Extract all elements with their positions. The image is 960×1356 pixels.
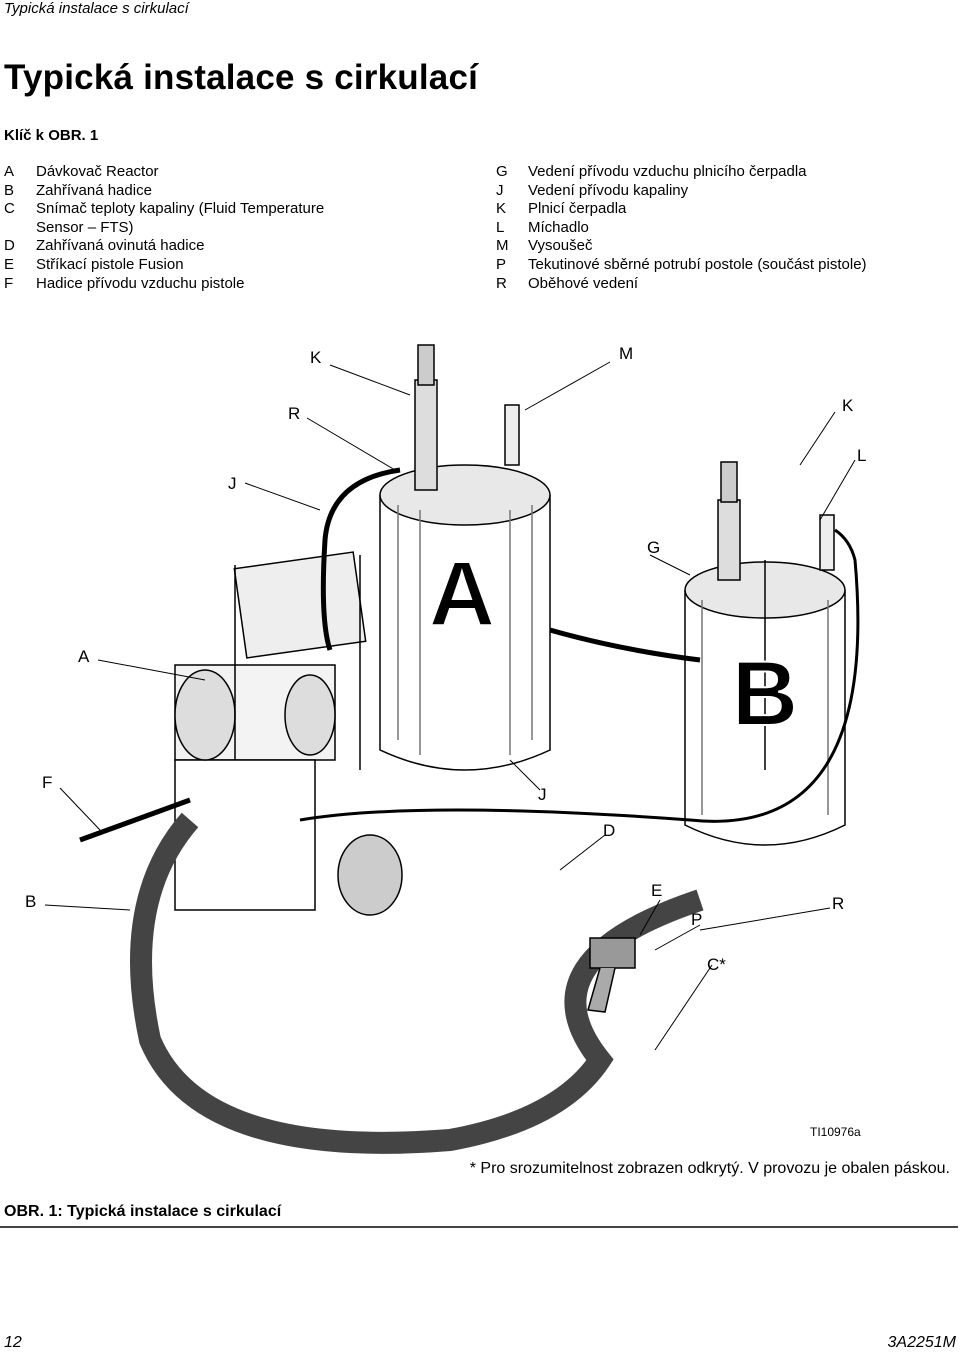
- key-text: Vysoušeč: [528, 237, 593, 255]
- callout-r: R: [832, 894, 844, 913]
- key-letter: P: [496, 255, 507, 273]
- key-item: G Vedení přívodu vzduchu plnicího čerpadl…: [496, 163, 867, 182]
- key-heading: Klíč k OBR. 1: [4, 127, 98, 144]
- key-item: R Oběhové vedení: [496, 275, 867, 294]
- key-text: Vedení přívodu kapaliny: [528, 181, 689, 199]
- key-item: B Zahřívaná hadice: [4, 182, 324, 201]
- drum-b-label: B: [732, 643, 798, 745]
- recirc-line: [299, 528, 860, 823]
- key-heading-suffix: . 1: [81, 127, 99, 144]
- callout-f: F: [42, 773, 52, 792]
- key-letter: R: [496, 274, 507, 292]
- callout-p: P: [691, 910, 702, 929]
- callout-g: G: [647, 538, 660, 557]
- key-text: Míchadlo: [528, 218, 589, 236]
- divider: [0, 1226, 958, 1228]
- callout-k: K: [842, 396, 854, 415]
- figure-id: TI10976a: [810, 1125, 861, 1139]
- drum-a-label: A: [429, 543, 495, 645]
- key-text: Zahřívaná hadice: [36, 181, 152, 199]
- key-letter: G: [496, 163, 508, 180]
- key-text: Oběhové vedení: [528, 274, 639, 292]
- key-item: C Snímač teploty kapaliny (Fluid Temperat…: [4, 200, 324, 219]
- fluid-line-j: [320, 467, 401, 651]
- key-text: Hadice přívodu vzduchu pistole: [36, 274, 245, 292]
- drum-b: [684, 461, 846, 846]
- key-letter: E: [4, 255, 15, 273]
- callout-a: A: [78, 647, 90, 666]
- key-item: M Vysoušeč: [496, 237, 867, 256]
- key-list-right: G Vedení přívodu vzduchu plnicího čerpadl…: [496, 163, 867, 293]
- key-item: J Vedení přívodu kapaliny: [496, 182, 867, 201]
- key-item: K Plnicí čerpadla: [496, 200, 867, 219]
- key-letter: K: [496, 200, 507, 218]
- air-hose-f: [79, 797, 191, 843]
- callout-j: J: [228, 474, 237, 493]
- key-letter: M: [496, 237, 509, 255]
- key-list-left: A Dávkovač Reactor B Zahřívaná hadice C Sní…: [4, 163, 324, 293]
- document-number: 3A2251M: [887, 1334, 957, 1351]
- callout-l: L: [857, 446, 866, 465]
- callout-m: M: [619, 344, 633, 363]
- running-header: Typická instalace s cirkulací: [4, 0, 189, 17]
- key-text: Sensor – FTS): [36, 218, 134, 236]
- spray-gun: [587, 937, 636, 1013]
- figure-drawing: [44, 344, 860, 1154]
- key-text: Snímač teploty kapaliny (Fluid Temperatu…: [36, 200, 325, 218]
- key-text: Dávkovač Reactor: [36, 163, 159, 180]
- key-text: Stříkací pistole Fusion: [36, 255, 184, 273]
- footnote: * Pro srozumitelnost zobrazen odkrytý. V…: [469, 1160, 950, 1177]
- callout-k: K: [310, 348, 322, 367]
- key-item: Sensor – FTS): [4, 219, 324, 238]
- key-heading-obr: OBR: [48, 127, 82, 144]
- key-text: Tekutinové sběrné potrubí postole (součá…: [528, 255, 867, 273]
- key-item: E Stříkací pistole Fusion: [4, 256, 324, 275]
- key-letter: B: [4, 181, 15, 199]
- drum-a: [379, 344, 551, 771]
- callout-r: R: [288, 404, 300, 423]
- key-item: A Dávkovač Reactor: [4, 163, 324, 182]
- page-title: Typická instalace s cirkulací: [4, 58, 479, 97]
- key-item: L Míchadlo: [496, 219, 867, 238]
- callout-d: D: [603, 821, 615, 840]
- key-letter: J: [496, 181, 504, 199]
- callout-b: B: [25, 892, 36, 911]
- key-text: Vedení přívodu vzduchu plnicího čerpadla: [528, 163, 807, 180]
- page-number: 12: [4, 1334, 22, 1351]
- key-text: Zahřívaná ovinutá hadice: [36, 237, 205, 255]
- callout-e: E: [651, 881, 662, 900]
- callouts: K M R K L J G A F J D B E P R C*: [25, 344, 866, 974]
- heated-hose: [130, 812, 704, 1154]
- caption-obr: OBR: [4, 1203, 40, 1220]
- air-line-g: [549, 627, 701, 663]
- key-item: F Hadice přívodu vzduchu pistole: [4, 275, 324, 294]
- key-text: Plnicí čerpadla: [528, 200, 627, 218]
- key-letter: C: [4, 200, 15, 218]
- key-letter: A: [4, 163, 15, 180]
- reactor-cart: [174, 551, 403, 916]
- callout-j: J: [538, 785, 547, 804]
- key-item: P Tekutinové sběrné potrubí postole (souč…: [496, 256, 867, 275]
- callout-c: C*: [707, 955, 726, 974]
- key-letter: F: [4, 274, 14, 292]
- figure-caption: OBR. 1: Typická instalace s cirkulací: [4, 1203, 281, 1221]
- caption-text: . 1: Typická instalace s cirkulací: [39, 1203, 282, 1220]
- key-heading-prefix: Klíč k: [4, 127, 49, 144]
- key-letter: L: [496, 218, 505, 236]
- key-item: D Zahřívaná ovinutá hadice: [4, 237, 324, 256]
- key-letter: D: [4, 237, 15, 255]
